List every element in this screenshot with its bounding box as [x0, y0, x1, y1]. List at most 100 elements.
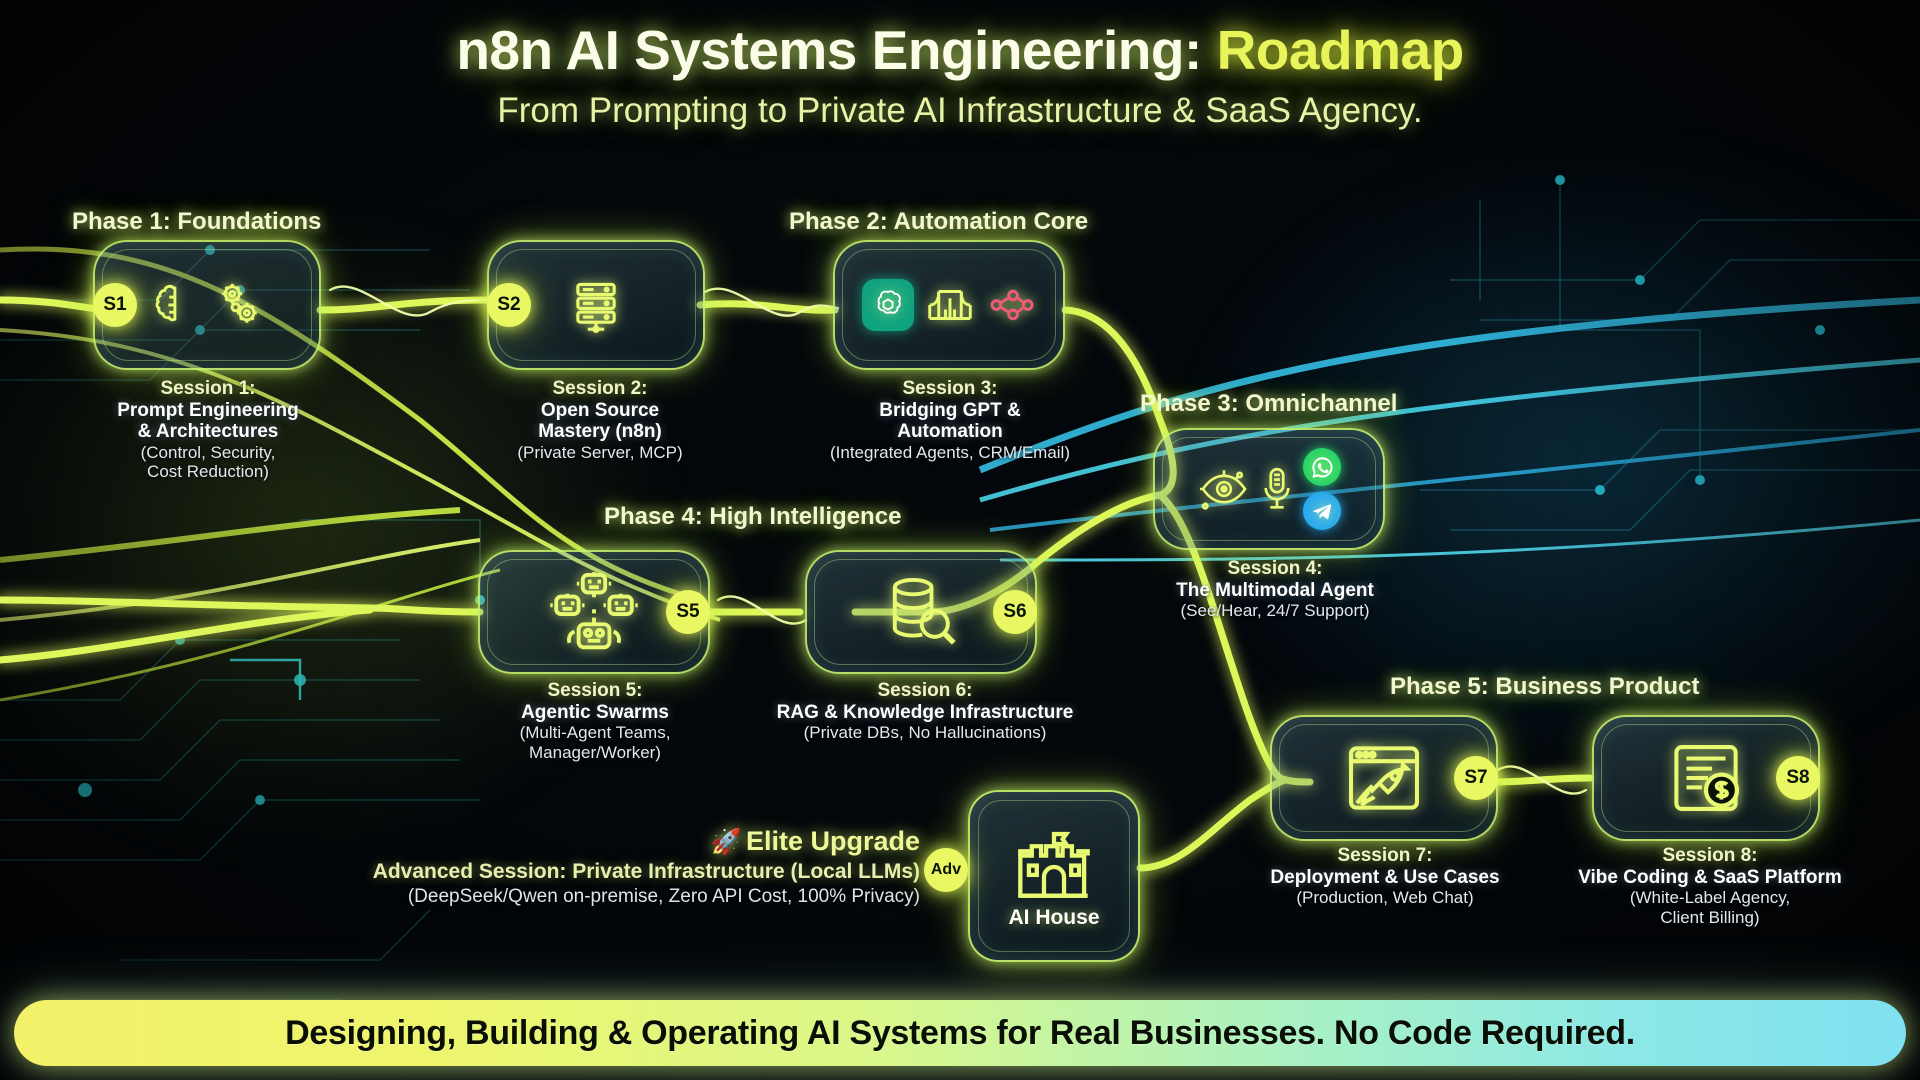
ai-house-label: AI House: [1008, 906, 1100, 929]
node-s2-pill[interactable]: S2: [487, 240, 705, 370]
caption-s2-title: Session 2:: [552, 378, 648, 399]
caption-s8-title: Session 8:: [1662, 845, 1758, 866]
elite-upgrade-block: 🚀Elite Upgrade Advanced Session: Private…: [320, 826, 920, 908]
caption-s3-title: Session 3:: [902, 378, 998, 399]
title-accent: Roadmap: [1216, 19, 1465, 81]
elite-upgrade-line2: Advanced Session: Private Infrastructure…: [372, 860, 920, 883]
elite-upgrade-line3: (DeepSeek/Qwen on-premise, Zero API Cost…: [407, 886, 920, 907]
phase-label-3: Phase 3: Omnichannel: [1140, 390, 1398, 417]
bridge-icon: [928, 290, 972, 320]
gears-icon: [221, 283, 257, 323]
brain-icon: [155, 284, 176, 322]
header: n8n AI Systems Engineering: Roadmap From…: [0, 18, 1920, 131]
elite-upgrade-badge: Adv: [924, 848, 968, 892]
node-s8-badge: S8: [1776, 756, 1820, 800]
node-s4-pill[interactable]: [1153, 428, 1385, 550]
telegram-icon: [1303, 492, 1341, 530]
whatsapp-icon: [1303, 448, 1341, 486]
phase-label-4: Phase 4: High Intelligence: [604, 503, 902, 530]
rocket-browser-icon: [1349, 746, 1419, 810]
node-network-icon: [990, 289, 1034, 321]
elite-upgrade-label: Elite Upgrade: [745, 826, 920, 856]
openai-icon: [862, 279, 914, 331]
caption-s7: Session 7: Deployment & Use Cases (Produ…: [1230, 845, 1540, 908]
rocket-icon: 🚀: [710, 828, 742, 856]
messaging-icons: [1303, 448, 1341, 530]
phase-label-2: Phase 2: Automation Core: [789, 208, 1089, 235]
node-s3-pill[interactable]: [833, 240, 1065, 370]
node-s5-pill[interactable]: S5: [478, 550, 710, 674]
caption-s6-title: Session 6:: [877, 680, 973, 701]
caption-s5-detail1: (Multi-Agent Teams,: [519, 723, 671, 743]
node-s2[interactable]: S2: [487, 240, 705, 370]
caption-s8-detail1: (White-Label Agency,: [1629, 888, 1791, 908]
page-subtitle: From Prompting to Private AI Infrastruct…: [497, 91, 1423, 130]
node-s2-icons: [567, 276, 625, 334]
caption-s1-name1: Prompt Engineering: [117, 400, 299, 421]
robot-swarm-icon: [550, 572, 638, 650]
caption-s4-detail1: (See/Hear, 24/7 Support): [1180, 601, 1370, 621]
node-s7[interactable]: S7: [1270, 715, 1498, 841]
invoice-dollar-icon: [1674, 745, 1739, 811]
caption-s8-name1: Vibe Coding & SaaS Platform: [1578, 867, 1842, 888]
phase-label-1: Phase 1: Foundations: [72, 208, 322, 235]
caption-s4: Session 4: The Multimodal Agent (See/Hea…: [1135, 558, 1415, 621]
node-s8[interactable]: S8: [1592, 715, 1820, 841]
node-s6-icons: [880, 576, 962, 648]
node-s2-badge: S2: [487, 283, 531, 327]
node-s7-icons: [1341, 741, 1427, 815]
caption-s1-detail1: (Control, Security,: [140, 442, 276, 462]
caption-s6-detail1: (Private DBs, No Hallucinations): [803, 723, 1047, 743]
node-s8-icons: [1664, 741, 1748, 815]
caption-s3-name2: Automation: [897, 421, 1003, 443]
caption-s5: Session 5: Agentic Swarms (Multi-Agent T…: [440, 680, 750, 762]
node-s6-badge: S6: [993, 590, 1037, 634]
node-s4[interactable]: [1153, 428, 1385, 550]
caption-s3-detail1: (Integrated Agents, CRM/Email): [830, 442, 1070, 462]
node-s1-pill[interactable]: S1: [93, 240, 321, 370]
caption-s8: Session 8: Vibe Coding & SaaS Platform (…: [1540, 845, 1880, 927]
node-s4-icons: [1197, 448, 1341, 530]
phase-label-5: Phase 5: Business Product: [1390, 673, 1700, 700]
caption-s2: Session 2: Open Source Mastery (n8n) (Pr…: [430, 378, 770, 462]
caption-s7-detail1: (Production, Web Chat): [1296, 888, 1474, 908]
node-s7-badge: S7: [1454, 756, 1498, 800]
node-s8-pill[interactable]: S8: [1592, 715, 1820, 841]
node-s1[interactable]: S1: [93, 240, 321, 370]
caption-s3-name1: Bridging GPT &: [879, 400, 1021, 421]
node-s5[interactable]: S5: [478, 550, 710, 674]
castle-icon: [1018, 831, 1090, 898]
node-s5-badge: S5: [666, 590, 710, 634]
title-main: n8n AI Systems Engineering:: [456, 19, 1202, 81]
node-s3[interactable]: [833, 240, 1065, 370]
node-s6[interactable]: S6: [805, 550, 1037, 674]
ai-house-node[interactable]: AI House: [968, 790, 1140, 962]
database-search-icon: [892, 577, 956, 645]
caption-s5-title: Session 5:: [547, 680, 643, 701]
caption-s2-name1: Open Source: [540, 400, 660, 421]
bottom-banner: Designing, Building & Operating AI Syste…: [14, 1000, 1906, 1066]
caption-s1: Session 1: Prompt Engineering & Architec…: [18, 378, 398, 482]
caption-s7-title: Session 7:: [1337, 845, 1433, 866]
caption-s8-detail2: Client Billing): [1660, 907, 1760, 927]
server-rack-icon: [576, 282, 616, 333]
node-s3-icons: [862, 278, 1036, 332]
node-s1-icons: [149, 278, 266, 332]
node-s7-pill[interactable]: S7: [1270, 715, 1498, 841]
caption-s6: Session 6: RAG & Knowledge Infrastructur…: [705, 680, 1145, 743]
caption-s1-title: Session 1:: [160, 378, 256, 399]
caption-s6-name1: RAG & Knowledge Infrastructure: [776, 702, 1074, 723]
caption-s5-name1: Agentic Swarms: [521, 702, 669, 723]
caption-s5-detail2: Manager/Worker): [529, 742, 661, 762]
node-s6-pill[interactable]: S6: [805, 550, 1037, 674]
node-s5-icons: [538, 569, 650, 655]
caption-s4-title: Session 4:: [1227, 558, 1323, 579]
ai-house-card[interactable]: AI House: [968, 790, 1140, 962]
microphone-icon: [1264, 467, 1290, 509]
caption-s1-name2: & Architectures: [137, 421, 279, 443]
caption-s1-detail2: Cost Reduction): [147, 462, 269, 482]
caption-s2-name2: Mastery (n8n): [538, 421, 662, 443]
